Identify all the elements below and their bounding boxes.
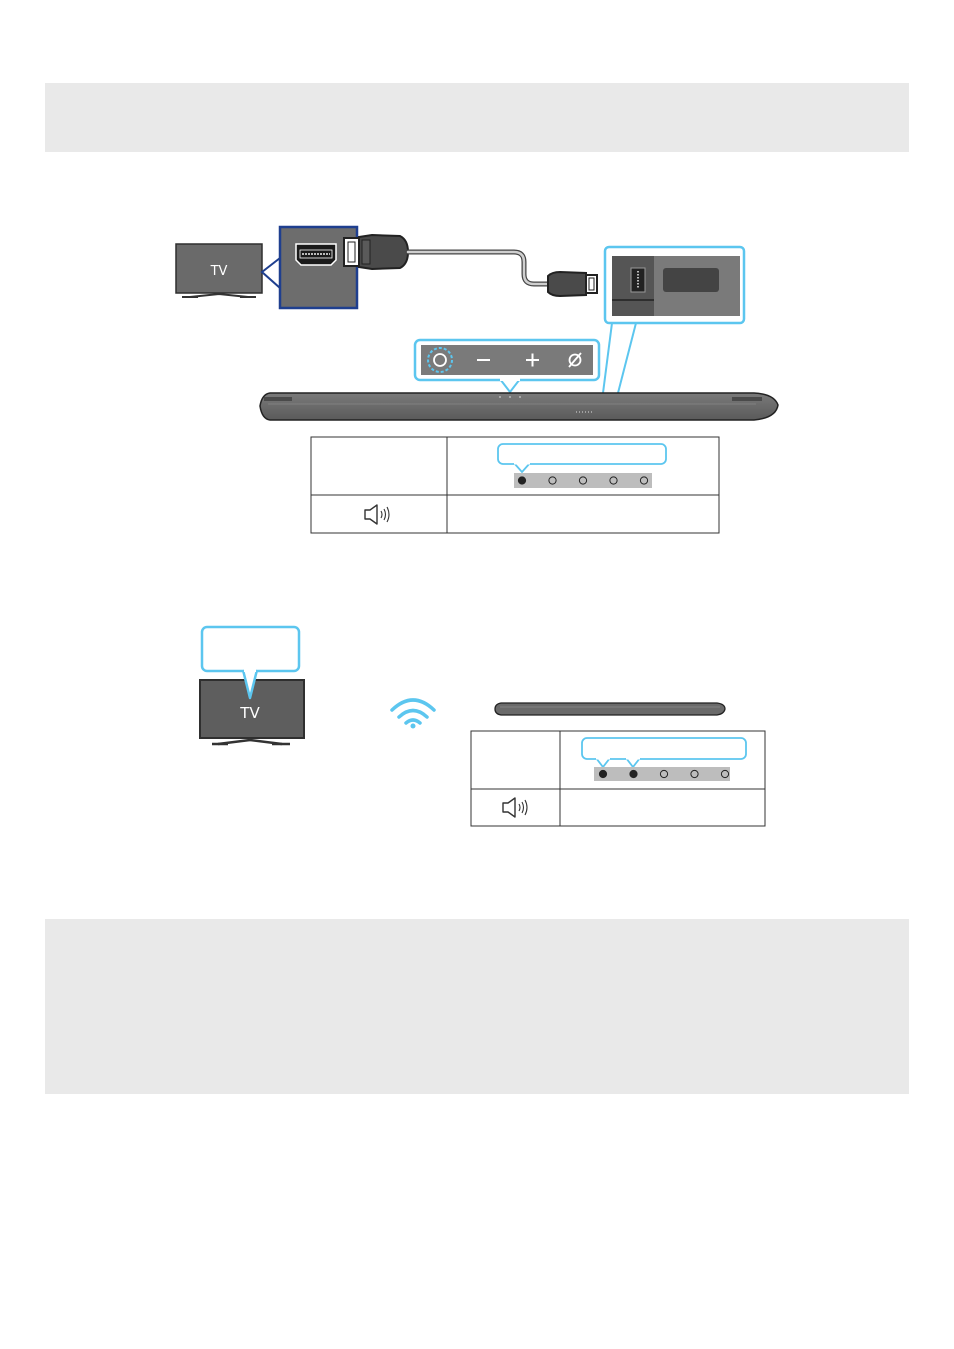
- tv-2: TV: [199, 666, 305, 746]
- soundbar-small: [494, 702, 726, 716]
- indicator-led-off: [690, 769, 699, 779]
- speaker-icon: [364, 504, 390, 525]
- tv-2-label: TV: [239, 704, 260, 722]
- tv-1-label: TV: [210, 264, 228, 279]
- button-panel-callout: [413, 338, 601, 394]
- bottom-gray-band: [45, 919, 909, 1094]
- soundbar-port-zoom: [603, 245, 746, 325]
- soundbar-main: [259, 392, 779, 421]
- wifi-icon: [390, 698, 436, 729]
- hdmi-plug-icon: [343, 233, 410, 271]
- mic-off-icon[interactable]: [568, 352, 582, 368]
- indicator-led-off: [720, 769, 730, 779]
- power-icon[interactable]: [427, 347, 453, 373]
- tv-1: TV: [175, 243, 263, 298]
- indicator-led-on: [629, 769, 638, 779]
- indicator-led-on: [598, 769, 608, 779]
- indicator-led-off: [639, 476, 649, 485]
- plus-icon[interactable]: [526, 353, 539, 367]
- indicator-led-off: [659, 769, 669, 779]
- indicator-led-off: [548, 476, 557, 485]
- top-gray-band: [45, 83, 909, 152]
- speaker-icon: [502, 797, 528, 818]
- tv-hdmi-port-zoom: [278, 225, 359, 310]
- indicator-led-off: [578, 476, 588, 485]
- status-table-1: [310, 436, 720, 534]
- indicator-row-2: [598, 769, 730, 779]
- indicator-row-1: [517, 476, 649, 485]
- status-table-2: [470, 730, 766, 827]
- indicator-led-on: [517, 476, 527, 485]
- hdmi-plug-soundbar: [547, 270, 598, 298]
- indicator-led-off: [609, 476, 618, 485]
- tv-2-speech-bubble: [200, 625, 301, 673]
